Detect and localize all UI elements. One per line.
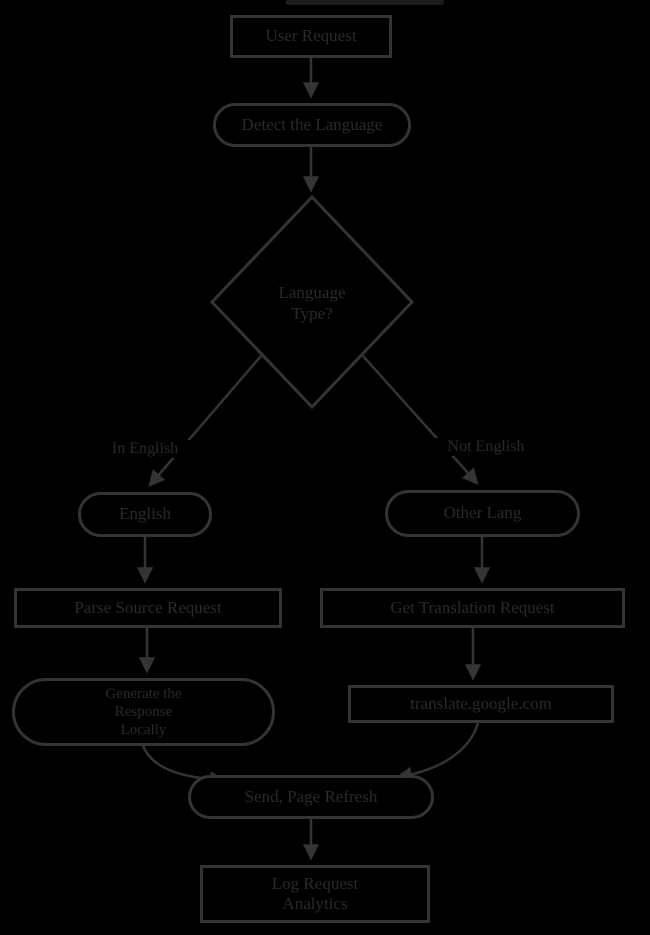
node-get-translation-request-label: Get Translation Request: [390, 597, 555, 617]
node-user-request-label: User Request: [265, 26, 357, 46]
log-line2: Analytics: [282, 894, 348, 913]
node-english-label: English: [119, 504, 171, 524]
node-translate-service: translate.google.com: [348, 685, 614, 723]
edge-label-in-english: In English: [94, 440, 196, 458]
node-decision-label: Language Type?: [252, 272, 372, 334]
generate-line2: Response: [114, 704, 173, 720]
node-translate-service-label: translate.google.com: [410, 693, 552, 713]
node-parse-source-request: Parse Source Request: [14, 588, 282, 628]
log-line1: Log Request: [271, 873, 359, 893]
node-generate-response-locally: Generate the Response Locally: [12, 678, 275, 746]
node-other-lang-label: Other Lang: [443, 503, 522, 523]
cropped-text-artifact: [286, 0, 444, 5]
edge-service-to-send: [395, 722, 480, 783]
node-send-page-refresh: Send, Page Refresh: [188, 775, 434, 819]
node-send-page-refresh-label: Send, Page Refresh: [244, 786, 378, 806]
node-user-request: User Request: [230, 15, 392, 58]
edge-label-not-english: Not English: [420, 438, 552, 456]
edge-decision-to-english: [148, 355, 262, 487]
node-other-lang: Other Lang: [385, 490, 580, 537]
node-detect-language: Detect the Language: [213, 103, 411, 147]
generate-line3: Locally: [120, 722, 167, 738]
node-parse-source-request-label: Parse Source Request: [74, 597, 222, 617]
edge-decision-to-other-lang: [362, 355, 479, 485]
node-english: English: [78, 492, 212, 537]
node-detect-language-label: Detect the Language: [241, 114, 383, 134]
node-log-request-analytics: Log Request Analytics: [200, 865, 430, 923]
decision-line1: Language: [278, 282, 346, 302]
node-get-translation-request: Get Translation Request: [320, 588, 625, 628]
generate-line1: Generate the: [105, 686, 182, 702]
decision-diamond-shape: [209, 194, 415, 410]
decision-line2: Type?: [291, 304, 333, 323]
